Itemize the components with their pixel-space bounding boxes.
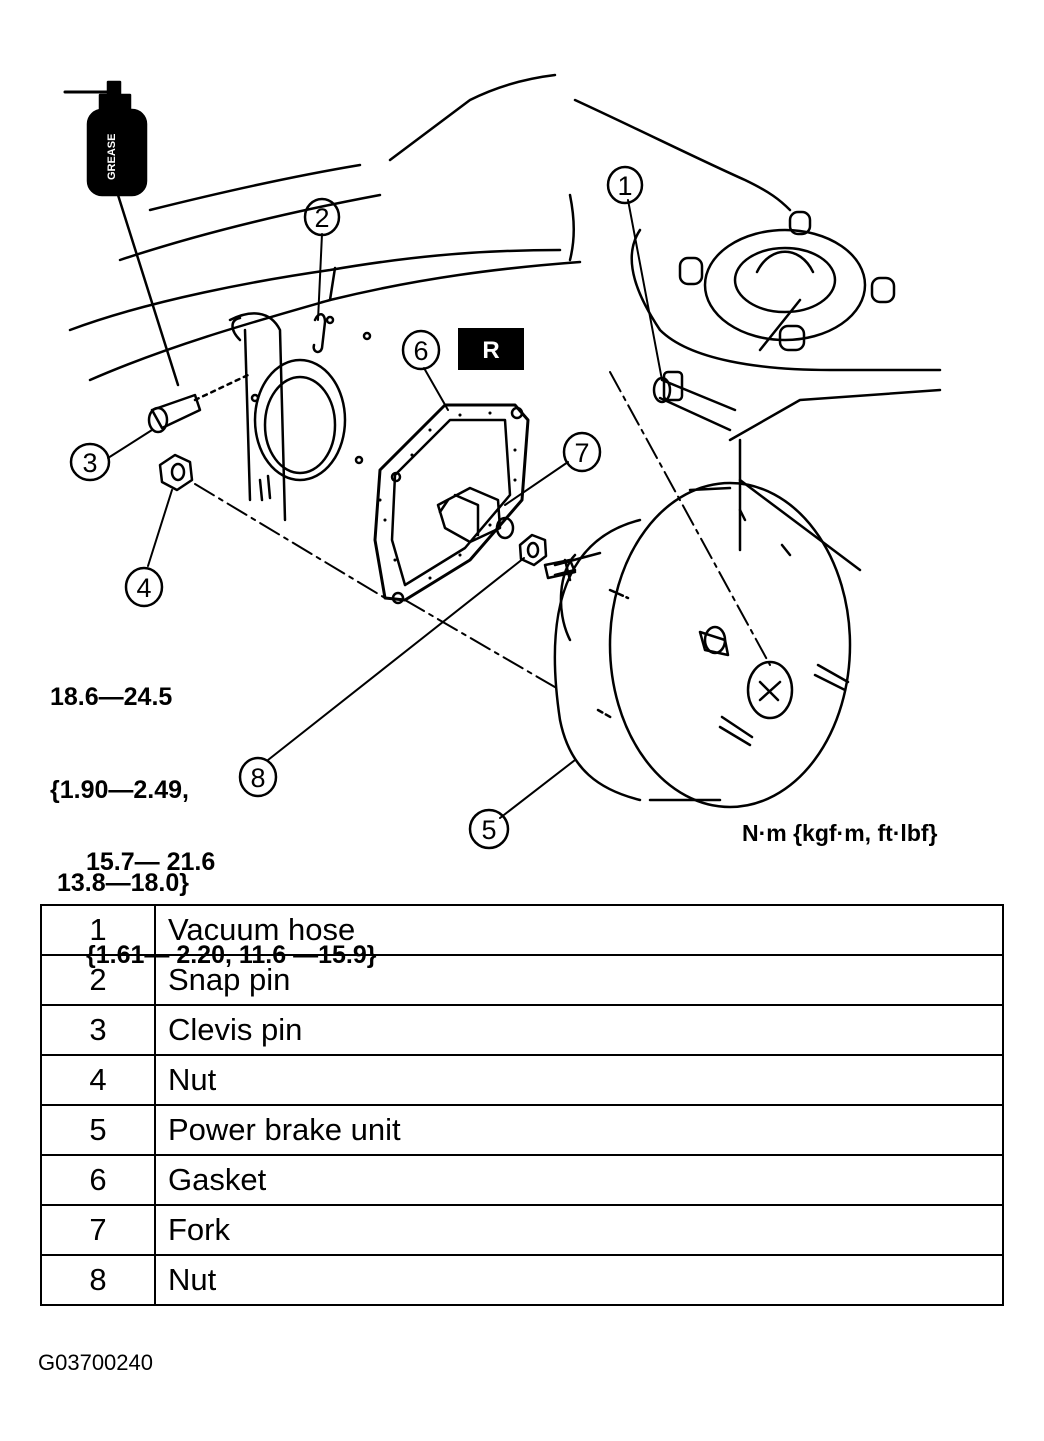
part-name: Fork <box>154 1204 1004 1256</box>
part-name: Nut <box>154 1054 1004 1106</box>
callout-7: 7 <box>562 431 602 473</box>
firewall-bracket <box>228 312 372 522</box>
svg-text:4: 4 <box>136 573 151 603</box>
part-number: 1 <box>40 904 156 956</box>
grease-label: GREASE <box>106 134 118 180</box>
svg-text:7: 7 <box>574 438 589 468</box>
callout-2: 2 <box>303 197 341 237</box>
torque-line: 15.7— 21.6 <box>86 848 216 876</box>
fork <box>436 486 515 544</box>
part-number: 6 <box>40 1154 156 1206</box>
power-brake-unit <box>543 481 852 809</box>
callout-5: 5 <box>468 808 510 850</box>
snap-pin <box>312 313 327 354</box>
units-label: N·m {kgf·m, ft·lbf} <box>742 820 938 846</box>
svg-text:2: 2 <box>314 203 329 233</box>
torque-line: 13.8—18.0} <box>50 869 189 897</box>
part-number: 5 <box>40 1104 156 1156</box>
part-number: 3 <box>40 1004 156 1056</box>
part-name: Nut <box>154 1254 1004 1306</box>
part-name: Gasket <box>154 1154 1004 1206</box>
svg-text:3: 3 <box>82 448 97 478</box>
torque-line: 18.6—24.5 <box>50 683 173 711</box>
callout-6: 6 <box>401 329 441 371</box>
part-name: Power brake unit <box>154 1104 1004 1156</box>
part-name: Vacuum hose <box>154 904 1004 956</box>
svg-text:5: 5 <box>481 815 496 845</box>
r-badge: R <box>458 328 524 370</box>
grease-can: GREASE <box>63 80 180 387</box>
part-number: 7 <box>40 1204 156 1256</box>
svg-text:6: 6 <box>413 336 428 366</box>
callout-3: 3 <box>69 442 111 482</box>
part-number: 2 <box>40 954 156 1006</box>
part-number: 4 <box>40 1054 156 1106</box>
svg-text:8: 8 <box>250 763 265 793</box>
svg-text:R: R <box>482 337 499 364</box>
part-name: Snap pin <box>154 954 1004 1006</box>
part-name: Clevis pin <box>154 1004 1004 1056</box>
torque-spec-nut-4: 18.6—24.5 {1.90—2.49, 13.8—18.0} <box>50 620 189 930</box>
nut-8 <box>518 533 548 567</box>
leader-lines <box>107 199 663 819</box>
callout-1: 1 <box>606 165 644 205</box>
callout-4: 4 <box>124 566 164 608</box>
clevis-pin <box>147 373 250 434</box>
callout-8: 8 <box>238 756 278 798</box>
guide-lines <box>194 371 771 691</box>
torque-line: {1.90—2.49, <box>50 776 189 804</box>
nut-4 <box>158 453 194 492</box>
part-number: 8 <box>40 1254 156 1306</box>
exploded-diagram: GREASE <box>63 73 942 850</box>
body-panel <box>68 73 942 572</box>
strut-mount <box>678 210 896 352</box>
figure-id: G03700240 <box>38 1350 153 1375</box>
svg-text:1: 1 <box>617 171 632 201</box>
vacuum-hose <box>652 370 737 432</box>
